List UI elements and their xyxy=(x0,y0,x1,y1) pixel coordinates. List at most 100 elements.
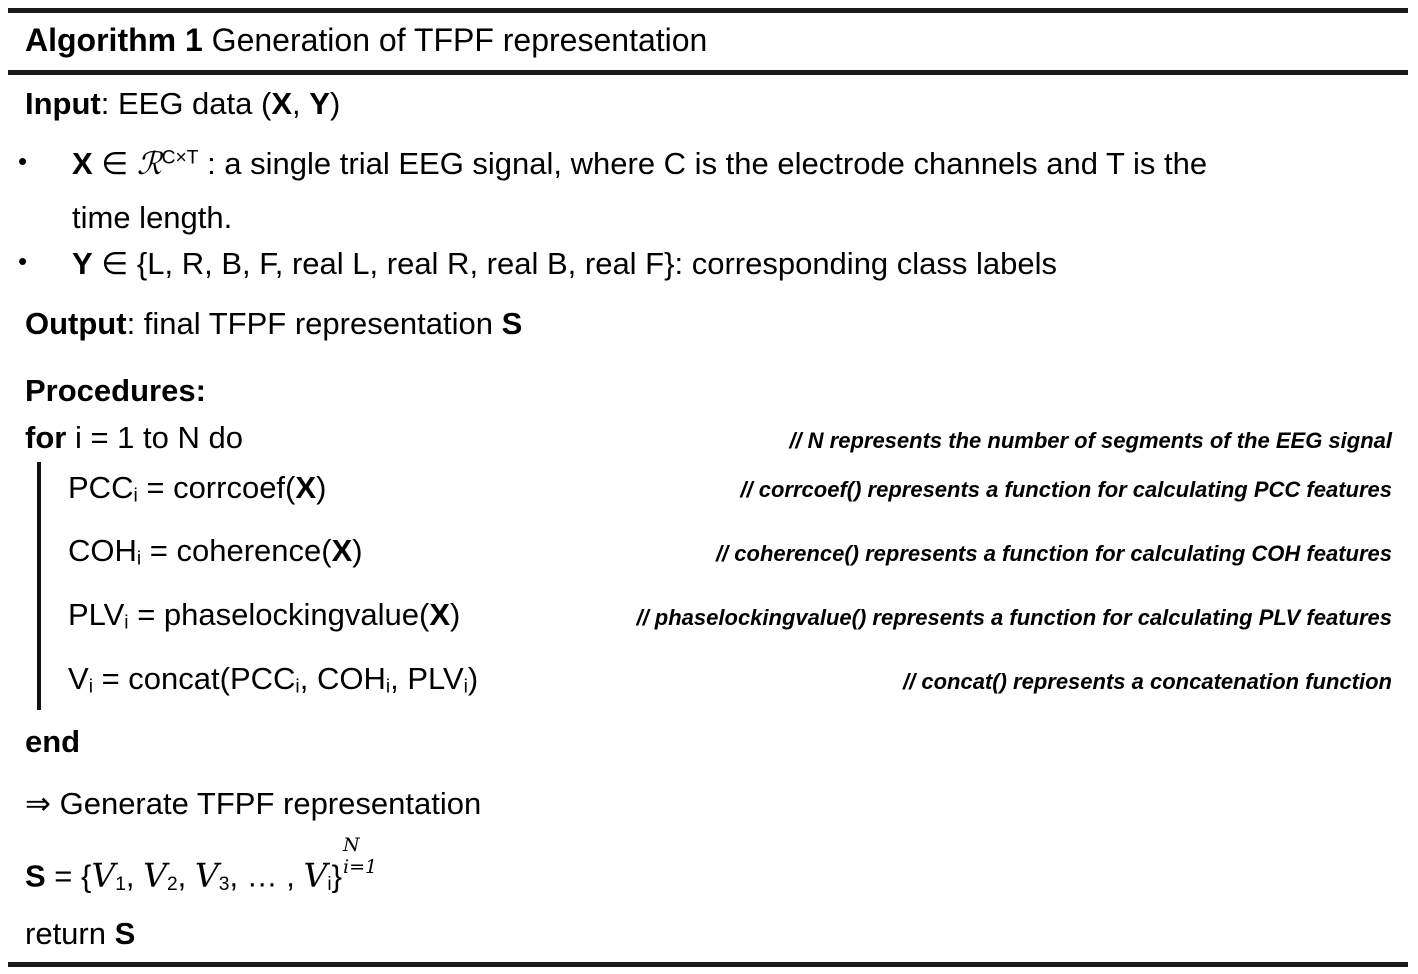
algorithm-label: Algorithm 1 xyxy=(25,22,203,58)
coh-assign: = coherence( xyxy=(141,533,332,568)
input-close-paren: ) xyxy=(329,86,341,121)
input-label: Input xyxy=(25,86,101,121)
concat-arg-c-subscript: i xyxy=(463,676,468,698)
formula-v2: V xyxy=(143,855,167,895)
generate-text: Generate TFPF representation xyxy=(50,786,482,821)
loop-body-bar xyxy=(37,462,41,710)
concat-arg-c: PLV xyxy=(407,661,464,696)
bullet-marker: • xyxy=(18,246,28,276)
pcc-assign: = corrcoef( xyxy=(137,470,296,505)
coh-arg-x: X xyxy=(331,533,353,568)
bullet-description-y: : corresponding class labels xyxy=(674,246,1058,281)
formula-v-last-subscript: i xyxy=(327,873,332,895)
formula-v1-subscript: 1 xyxy=(115,873,126,895)
bullet-body-y: Y ∈ {L, R, B, F, real L, real R, real B,… xyxy=(72,248,1398,279)
input-text: : EEG data ( xyxy=(100,86,272,121)
pcc-close-paren: ) xyxy=(316,470,327,505)
concat-arg-a-subscript: i xyxy=(295,676,300,698)
plv-arg-x: X xyxy=(429,597,450,632)
comment-corrcoef: // corrcoef() represents a function for … xyxy=(740,477,1392,502)
statement-plv: PLVi = phaselockingvalue(X) xyxy=(68,597,460,634)
input-var-x: X xyxy=(271,86,293,121)
v-subscript: i xyxy=(88,676,93,698)
formula-comma-1: , xyxy=(125,858,144,894)
formula-v2-subscript: 2 xyxy=(166,873,178,895)
bullet-body-x: X ∈ ℛC×T : a single trial EEG signal, wh… xyxy=(72,148,1398,180)
algorithm-title: Algorithm 1 Generation of TFPF represent… xyxy=(25,24,707,56)
generate-line: ⇒ Generate TFPF representation xyxy=(25,788,481,819)
concat-comma-1: , xyxy=(299,661,317,696)
output-line: Output: final TFPF representation S xyxy=(25,308,522,339)
pcc-subscript: i xyxy=(133,485,138,507)
for-range: i = 1 to N do xyxy=(66,420,243,455)
membership-symbol: ∈ xyxy=(92,146,137,181)
procedures-label: Procedures xyxy=(25,373,196,408)
formula-v-last: V xyxy=(303,855,328,895)
bullet-item-y: • Y ∈ {L, R, B, F, real L, real R, real … xyxy=(18,248,1398,279)
bullet-description-x: : a single trial EEG signal, where C is … xyxy=(198,146,1208,181)
rule-bottom xyxy=(8,962,1408,967)
bullet-continuation-x: time length. xyxy=(72,200,233,235)
formula-v3: V xyxy=(194,855,219,895)
plv-name: PLV xyxy=(68,597,125,632)
coh-name: COH xyxy=(68,533,137,568)
concat-arg-b: COH xyxy=(316,661,386,696)
comment-coherence: // coherence() represents a function for… xyxy=(715,541,1392,566)
for-loop-header: for i = 1 to N do xyxy=(25,422,243,453)
formula-brace-close: } xyxy=(331,858,342,894)
output-var-s: S xyxy=(501,306,523,341)
for-keyword: for xyxy=(25,420,67,455)
statement-coh: COHi = coherence(X) xyxy=(68,533,363,570)
formula-v3-subscript: 3 xyxy=(218,873,230,895)
plv-close-paren: ) xyxy=(450,597,461,632)
output-text: : final TFPF representation xyxy=(126,306,502,341)
comment-phaselockingvalue: // phaselockingvalue() represents a func… xyxy=(636,605,1392,630)
comment-n-segments: // N represents the number of segments o… xyxy=(789,428,1392,453)
bullet-item-x: • X ∈ ℛC×T : a single trial EEG signal, … xyxy=(18,148,1398,180)
coh-close-paren: ) xyxy=(352,533,363,568)
bullet-var-y: Y xyxy=(72,246,93,281)
formula-ellipsis: , … , xyxy=(229,858,304,894)
input-var-y: Y xyxy=(309,86,330,121)
v-name: V xyxy=(68,661,89,696)
plv-subscript: i xyxy=(124,612,129,634)
concat-close-paren: ) xyxy=(467,661,479,696)
plv-assign: = phaselockingvalue( xyxy=(128,597,430,632)
end-keyword: end xyxy=(25,724,81,759)
rule-top xyxy=(8,8,1408,13)
class-label-set: {L, R, B, F, real L, real R, real B, rea… xyxy=(136,246,675,281)
formula-v1: V xyxy=(91,855,116,895)
input-line: Input: EEG data (X, Y) xyxy=(25,88,340,119)
pcc-name: PCC xyxy=(68,470,134,505)
formula-equals-brace: = { xyxy=(45,858,92,894)
formula-upper-limit: N xyxy=(343,834,360,856)
concat-comma-2: , xyxy=(390,661,408,696)
comment-concat: // concat() represents a concatenation f… xyxy=(903,669,1392,694)
double-arrow-icon: ⇒ xyxy=(25,786,51,821)
membership-symbol: ∈ xyxy=(92,246,137,281)
dimension-superscript: C×T xyxy=(161,147,199,169)
formula-comma-2: , xyxy=(177,858,195,894)
bullet-var-x: X xyxy=(72,146,93,181)
concat-arg-b-subscript: i xyxy=(385,676,391,698)
coh-subscript: i xyxy=(136,548,142,570)
concat-assign: = concat(PCC xyxy=(92,661,296,696)
algorithm-title-text: Generation of TFPF representation xyxy=(211,22,708,58)
return-keyword: return xyxy=(25,916,115,951)
input-separator: , xyxy=(292,86,310,121)
procedures-colon: : xyxy=(195,373,206,408)
pcc-arg-x: X xyxy=(295,470,317,505)
end-keyword-line: end xyxy=(25,726,80,757)
return-line: return S xyxy=(25,918,135,949)
real-set-symbol: ℛ xyxy=(136,146,162,182)
formula-lhs-s: S xyxy=(25,858,46,894)
output-label: Output xyxy=(25,306,127,341)
rule-middle xyxy=(8,70,1408,75)
statement-concat: Vi = concat(PCCi, COHi, PLVi) xyxy=(68,661,478,698)
procedures-line: Procedures: xyxy=(25,375,206,406)
return-var-s: S xyxy=(114,916,136,951)
statement-pcc: PCCi = corrcoef(X) xyxy=(68,470,326,507)
